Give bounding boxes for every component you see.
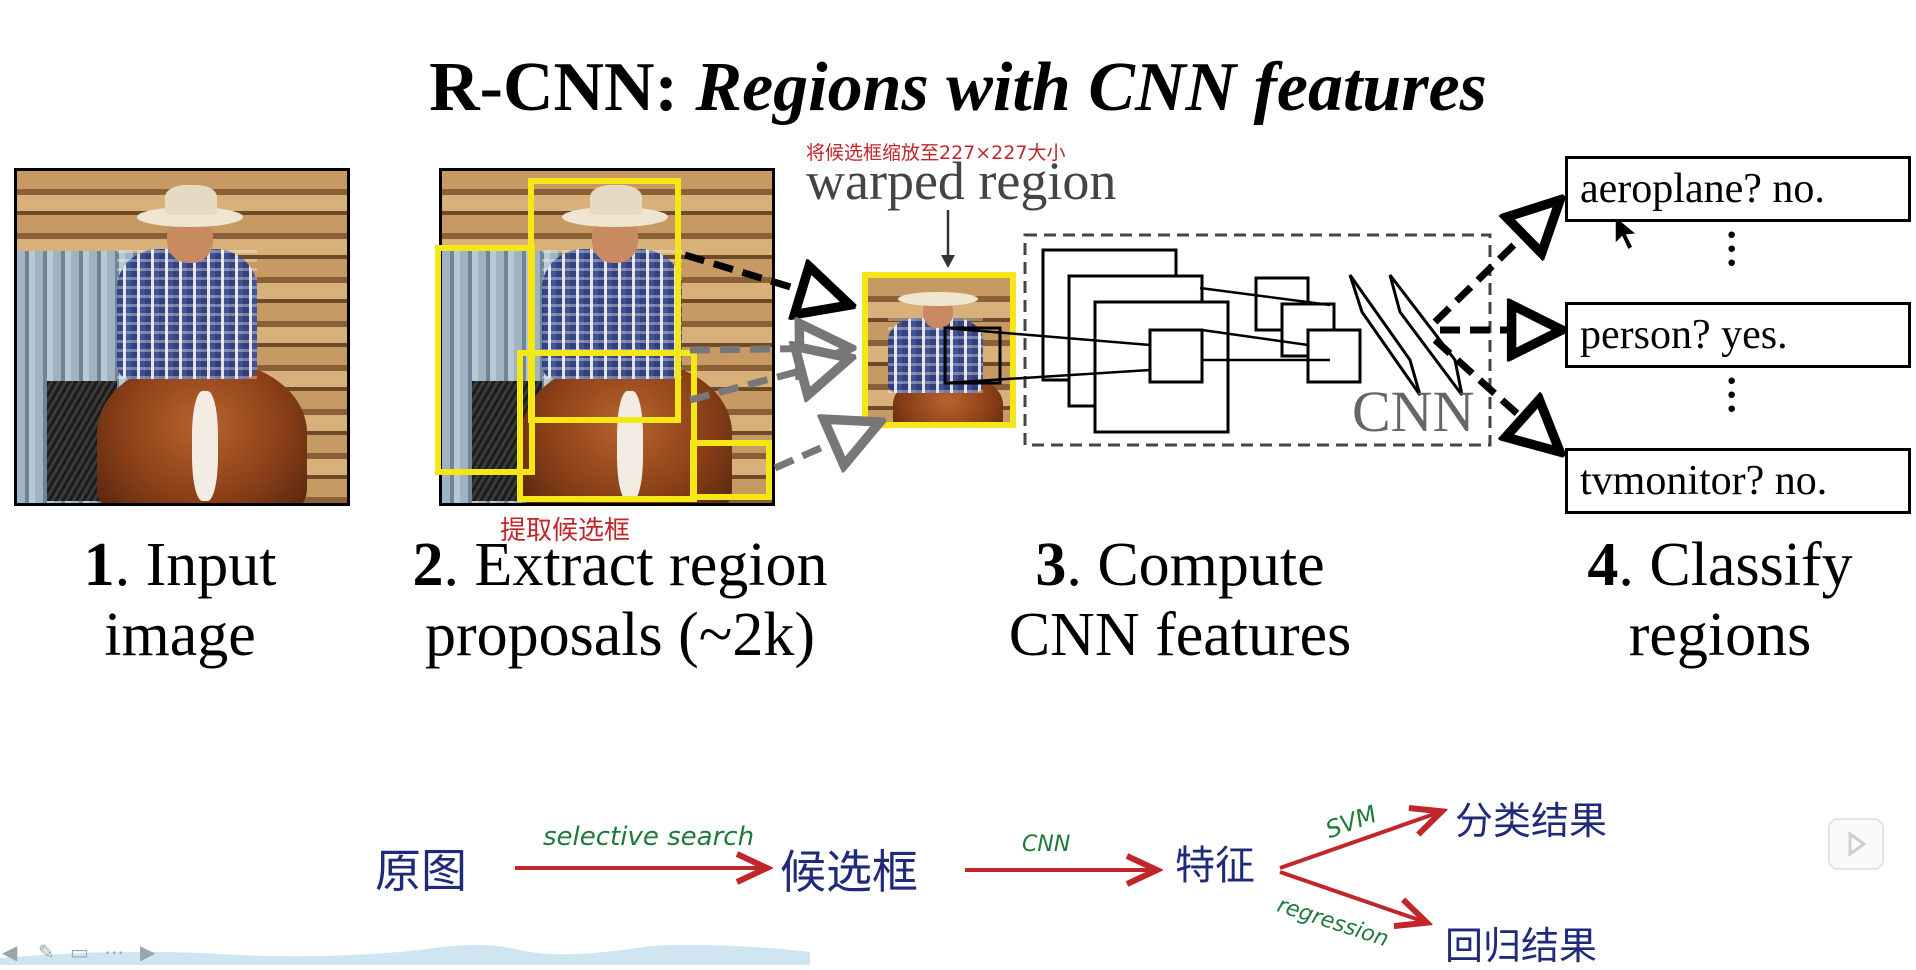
cursor-arrow-icon (1614, 214, 1639, 252)
class-box-aeroplane: aeroplane? no. (1565, 156, 1911, 222)
cnn-label: CNN (1352, 379, 1475, 444)
resize-note: 将候选框缩放至227×227大小 (806, 142, 1066, 164)
proposal-box-small (690, 440, 772, 500)
hw-selective-search: selective search (543, 822, 755, 852)
hw-source: 原图 (375, 844, 467, 898)
hw-candidates: 候选框 (780, 845, 918, 899)
title-italic: Regions with CNN features (695, 49, 1487, 126)
class-box-tvmonitor: tvmonitor? no. (1565, 448, 1911, 514)
cnn-box (1023, 233, 1492, 447)
proposals-image (439, 168, 775, 506)
proposal-arrow-2 (689, 348, 850, 350)
more-icon[interactable]: ⋯ (104, 940, 124, 964)
input-image (14, 168, 350, 506)
forward-arrow-icon[interactable]: ▶ (140, 940, 156, 964)
title-bold: R-CNN: (429, 49, 696, 126)
hw-features: 特征 (1175, 843, 1255, 889)
proposal-box-horse (517, 350, 697, 502)
ellipsis-2: ··· (1725, 358, 1739, 431)
class-box-person: person? yes. (1565, 302, 1911, 368)
hw-regress-result: 回归结果 (1445, 924, 1598, 968)
proposal-box-left (435, 245, 535, 475)
screen-icon[interactable]: ▭ (70, 940, 89, 964)
proposal-arrow-4 (773, 422, 880, 468)
video-play-icon[interactable] (1828, 818, 1884, 870)
class-arrow-3 (1432, 337, 1560, 452)
proposal-arrow-3 (689, 358, 850, 404)
hw-cnn: CNN (1022, 832, 1071, 857)
page-title: R-CNN: Regions with CNN features (0, 48, 1916, 128)
hw-classify-result: 分类结果 (1455, 799, 1608, 843)
class-arrow-1 (1432, 200, 1560, 325)
proposal-arrow-1 (683, 251, 850, 305)
extract-note: 提取候选框 (500, 516, 631, 546)
bottom-wave (0, 944, 810, 965)
pen-icon[interactable]: ✎ (38, 940, 55, 964)
back-arrow-icon[interactable]: ◀ (2, 940, 18, 964)
warped-region-label: warped region (806, 151, 1117, 211)
ellipsis-1: ··· (1725, 212, 1739, 285)
